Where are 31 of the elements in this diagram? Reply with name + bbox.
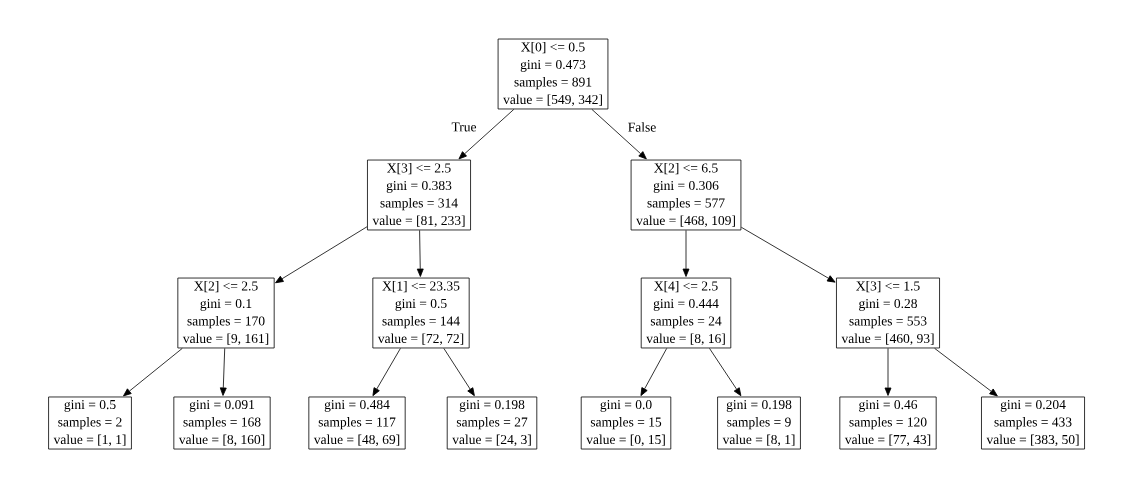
split-box: X[2] <= 6.5 gini = 0.306 samples = 577 value = [468, 109] — [630, 159, 742, 231]
arrow — [934, 348, 998, 397]
arrow — [740, 226, 836, 283]
arrow — [443, 348, 475, 397]
arrow — [275, 226, 368, 284]
arrow — [591, 108, 647, 160]
arrow — [682, 230, 690, 277]
split-box: gini = 0.198 samples = 9 value = [8, 1] — [717, 396, 801, 450]
split-box: X[2] <= 2.5 gini = 0.1 samples = 170 value = [9, 161] — [177, 277, 275, 349]
arrow — [458, 108, 515, 160]
edge-label: False — [628, 122, 656, 132]
arrow — [640, 348, 668, 396]
arrow — [219, 348, 227, 396]
split-box: X[3] <= 1.5 gini = 0.28 samples = 553 value = [460, 93] — [836, 277, 940, 349]
arrow — [884, 348, 892, 396]
split-box: gini = 0.198 samples = 27 value = [24, 3] — [446, 396, 538, 450]
split-box: X[4] <= 2.5 gini = 0.444 samples = 24 value = [8, 16] — [640, 277, 732, 349]
split-box: gini = 0.484 samples = 117 value = [48, 69] — [308, 396, 406, 450]
arrow — [416, 230, 424, 277]
split-box: X[3] <= 2.5 gini = 0.383 samples = 314 value = [81, 233] — [367, 159, 471, 231]
split-box: gini = 0.5 samples = 2 value = [1, 1] — [48, 396, 132, 450]
split-box: gini = 0.091 samples = 168 value = [8, 160] — [173, 396, 271, 450]
arrow — [372, 348, 401, 397]
arrow — [123, 348, 183, 397]
edge-label: True — [451, 122, 477, 132]
arrow — [709, 348, 742, 397]
split-box: X[0] <= 0.5 gini = 0.473 samples = 891 value = [549, 342] — [497, 38, 609, 110]
split-box: gini = 0.204 samples = 433 value = [383, 50] — [981, 396, 1085, 450]
split-box: gini = 0.0 samples = 15 value = [0, 15] — [580, 396, 672, 450]
split-box: X[1] <= 23.35 gini = 0.5 samples = 144 value = [72, 72] — [372, 277, 470, 349]
split-box: gini = 0.46 samples = 120 value = [77, 43] — [839, 396, 937, 450]
